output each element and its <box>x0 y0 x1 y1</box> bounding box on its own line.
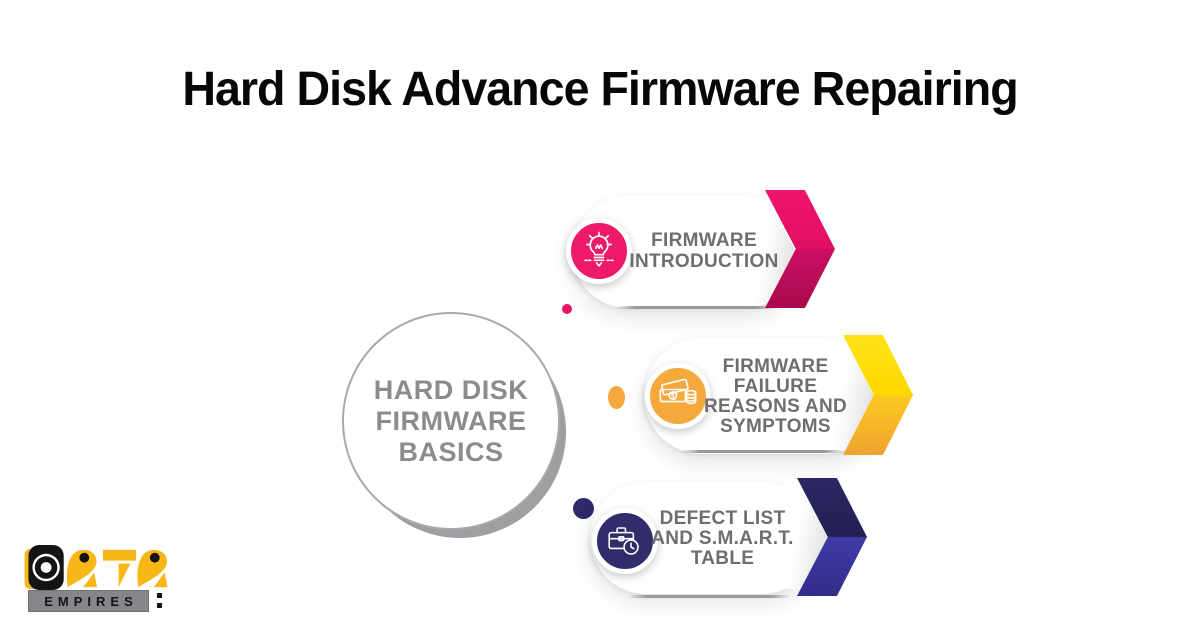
center-line-3: BASICS <box>398 436 504 467</box>
center-circle-label: HARD DISK FIRMWARE BASICS <box>374 375 529 468</box>
step-label: DEFECT LIST AND S.M.A.R.T. TABLE <box>651 508 794 569</box>
svg-text:$: $ <box>671 393 675 400</box>
logo-sub-label: EMPIRES <box>28 590 149 612</box>
connector-dot-navy <box>573 498 594 519</box>
center-line-1: HARD DISK <box>373 374 529 405</box>
capsule-shadow-line <box>680 450 845 453</box>
logo-colon-mark <box>157 593 163 610</box>
capsule-shadow-line <box>628 595 790 598</box>
connector-dot-pink <box>562 304 572 314</box>
money-cash-icon: $ <box>645 363 711 429</box>
logo-brand-glyphs <box>24 544 168 590</box>
center-circle: HARD DISK FIRMWARE BASICS <box>342 312 560 530</box>
capsule-shadow-line <box>616 306 776 309</box>
lightbulb-idea-icon <box>566 218 632 284</box>
connector-dot-orange <box>608 386 625 409</box>
briefcase-clock-icon <box>592 508 658 574</box>
data-empires-logo: EMPIRES <box>24 543 184 618</box>
page-title: Hard Disk Advance Firmware Repairing <box>182 63 1018 116</box>
step-label: FIRMWARE INTRODUCTION <box>629 230 779 272</box>
center-line-2: FIRMWARE <box>375 405 527 436</box>
step-label: FIRMWARE FAILURE REASONS AND SYMPTOMS <box>704 356 847 437</box>
